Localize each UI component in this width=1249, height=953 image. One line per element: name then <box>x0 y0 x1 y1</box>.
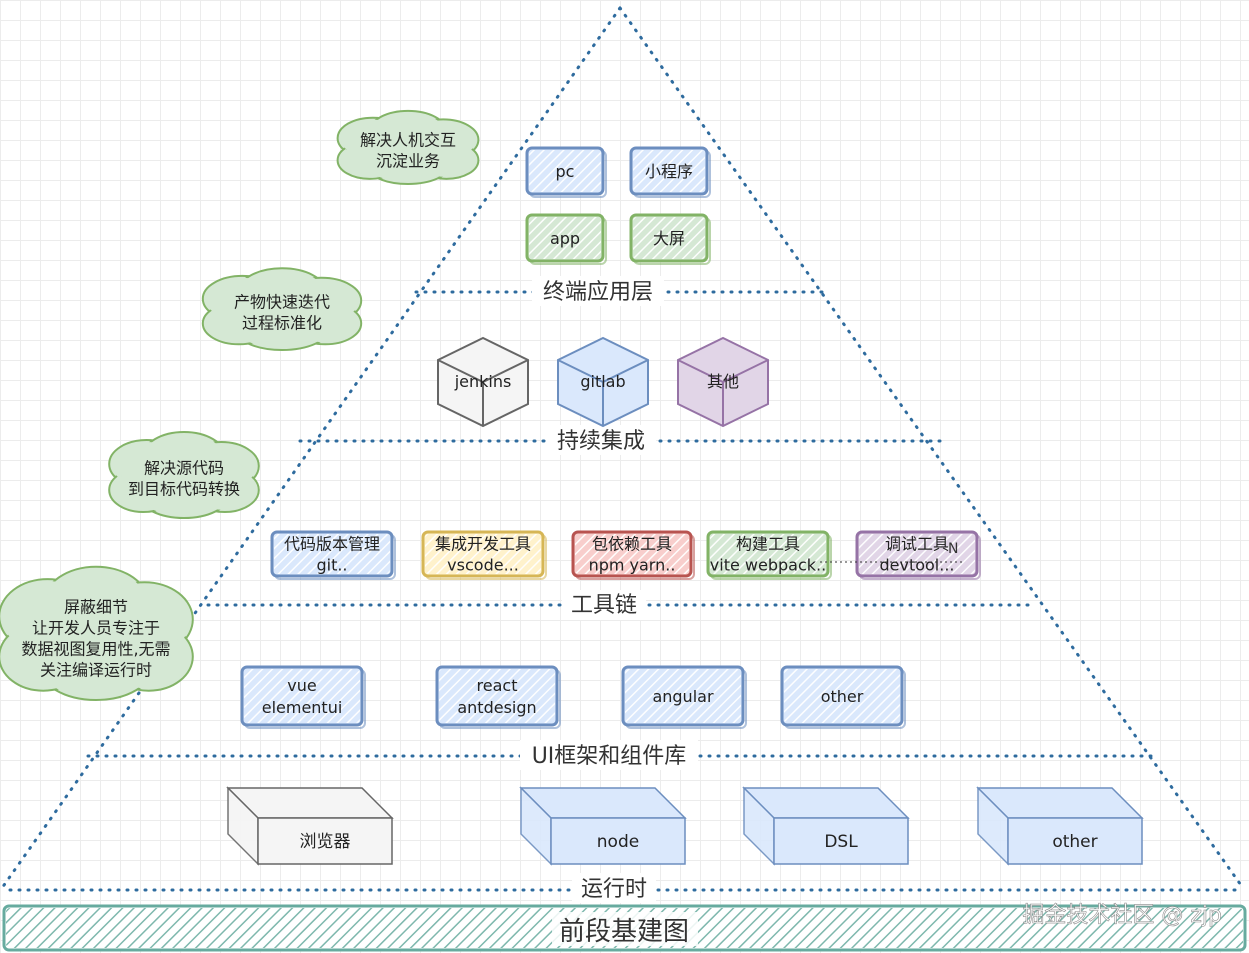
app-layer-item: app <box>525 213 607 265</box>
debug-tool-connector: N <box>820 541 962 563</box>
toolchain-item-label: npm yarn.. <box>589 555 676 574</box>
toolchain-item: 包依赖工具 npm yarn.. <box>571 530 695 580</box>
annotation-clouds: 解决人机交互沉淀业务产物快速迭代过程标准化解决源代码到目标代码转换屏蔽细节让开发… <box>0 109 480 702</box>
diagram-title: 前段基建图 <box>559 917 689 947</box>
cloud-note-text: 到目标代码转换 <box>128 479 240 498</box>
ui-framework-item-label: vue <box>287 676 316 695</box>
cloud-note-text: 产物快速迭代 <box>234 292 330 311</box>
app-layer-item: 大屏 <box>629 213 711 265</box>
app-layer-items: pc 小程序 app 大屏 <box>525 146 711 265</box>
toolchain-item-label: 代码版本管理 <box>284 534 380 553</box>
toolchain-item: 调试工具 devtool... <box>855 530 981 580</box>
cloud-note-text: 解决人机交互 <box>360 130 456 149</box>
ui-framework-item-label: antdesign <box>457 698 536 717</box>
ui-layer-items: vue elementui react antdesign angular other <box>240 665 906 729</box>
toolchain-item-label: 集成开发工具 <box>435 534 531 553</box>
ui-framework-item: react antdesign <box>435 665 561 729</box>
ui-framework-item: angular <box>621 665 747 729</box>
toolchain-item-label: git.. <box>316 555 347 574</box>
ui-framework-item-label: elementui <box>262 698 343 717</box>
toolchain-item-label: 包依赖工具 <box>592 534 672 553</box>
cloud-note-text: 解决源代码 <box>144 458 224 477</box>
ci-cube: gitlab <box>557 336 649 428</box>
layer-label-toolchain: 工具链 <box>571 593 637 618</box>
toolchain-item-label: 调试工具 <box>885 534 949 553</box>
toolchain-item: 代码版本管理 git.. <box>270 530 396 580</box>
ci-layer-items: jenkins gitlab 其他 <box>437 336 769 428</box>
cloud-note-text: 沉淀业务 <box>376 151 440 170</box>
runtime-box: 浏览器 <box>226 786 394 866</box>
runtime-box-label: 浏览器 <box>300 832 351 852</box>
ci-cube: jenkins <box>437 336 529 428</box>
runtime-box: node <box>519 786 687 866</box>
layer-label-app: 终端应用层 <box>543 280 653 305</box>
ui-framework-item-label: react <box>477 676 518 695</box>
app-layer-item-label: 大屏 <box>653 229 685 248</box>
runtime-box-label: node <box>597 832 639 852</box>
ui-framework-item-label: other <box>821 687 864 706</box>
cloud-note-text: 过程标准化 <box>242 313 322 332</box>
watermark: 掘金技术社区 @ zjp <box>1022 903 1222 928</box>
toolchain-item-label: vscode... <box>447 555 519 574</box>
svg-text:N: N <box>948 541 958 557</box>
cloud-note-text: 关注编译运行时 <box>40 660 152 679</box>
toolchain-item: 构建工具 vite webpack.. <box>706 530 832 580</box>
cloud-note-text: 数据视图复用性,无需 <box>21 639 170 658</box>
app-layer-item: pc <box>525 146 607 198</box>
runtime-box-label: DSL <box>824 832 858 852</box>
toolchain-item-label: devtool... <box>879 555 954 574</box>
runtime-layer-items: 浏览器 node DSL other <box>226 786 1144 866</box>
app-layer-item-label: 小程序 <box>645 162 693 181</box>
layer-label-ci: 持续集成 <box>557 429 645 454</box>
ui-framework-item: other <box>780 665 906 729</box>
ci-cube: 其他 <box>677 336 769 428</box>
runtime-box: other <box>976 786 1144 866</box>
cloud-note-text: 让开发人员专注于 <box>32 618 160 637</box>
layer-label-ui: UI框架和组件库 <box>532 744 687 769</box>
title-banner: 前段基建图 <box>2 904 1247 952</box>
app-layer-item-label: app <box>550 229 580 248</box>
toolchain-item-label: 构建工具 <box>736 534 800 553</box>
pyramid-outline <box>0 6 1245 890</box>
runtime-box: DSL <box>742 786 910 866</box>
ci-cube-label: gitlab <box>580 372 625 391</box>
toolchain-item: 集成开发工具 vscode... <box>421 530 547 580</box>
app-layer-item: 小程序 <box>629 146 711 198</box>
layer-labels: 终端应用层 持续集成 工具链 UI框架和组件库 运行时 <box>520 276 698 903</box>
cloud-note-text: 屏蔽细节 <box>64 597 128 616</box>
toolchain-item-label: vite webpack.. <box>710 555 826 574</box>
ci-cube-label: jenkins <box>454 372 512 391</box>
ui-framework-item-label: angular <box>652 687 713 706</box>
ui-framework-item: vue elementui <box>240 665 366 729</box>
toolchain-layer-items: 代码版本管理 git.. 集成开发工具 vscode... 包依赖工具 npm yarn.… <box>270 530 981 580</box>
layer-label-runtime: 运行时 <box>581 877 647 902</box>
ci-cube-label: 其他 <box>707 372 739 391</box>
runtime-box-label: other <box>1052 832 1097 852</box>
app-layer-item-label: pc <box>556 162 575 181</box>
